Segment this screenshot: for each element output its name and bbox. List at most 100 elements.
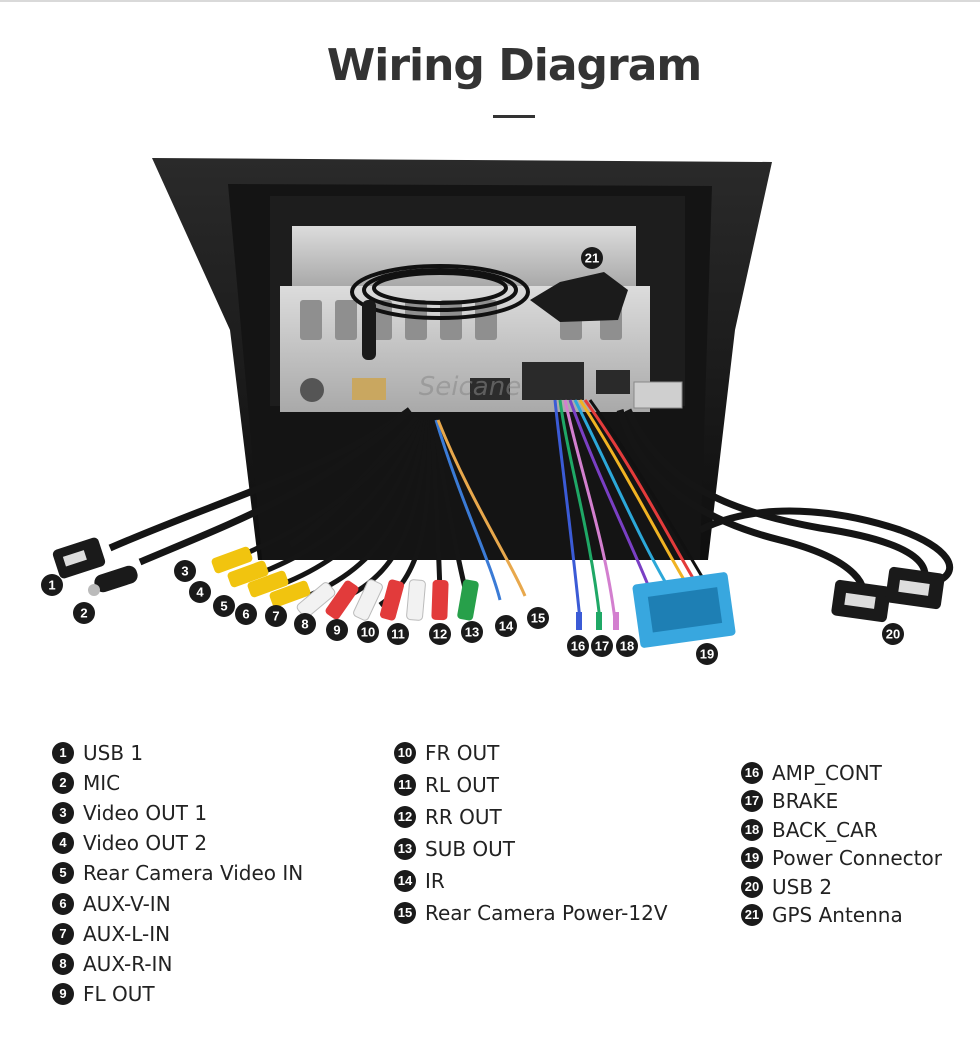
legend-number-badge: 1	[52, 742, 74, 764]
callout-15-circle	[527, 607, 549, 629]
amp-brake-back-pins	[576, 612, 619, 630]
legend-label: RR OUT	[425, 805, 502, 829]
usb-1-plug	[52, 537, 106, 579]
callout-14: 14	[495, 615, 517, 637]
callout-20-circle	[882, 623, 904, 645]
callout-21: 21	[581, 247, 603, 269]
legend-label: AUX-V-IN	[83, 891, 171, 916]
callout-19: 19	[696, 643, 718, 665]
callout-17-circle	[591, 635, 613, 657]
usb-2-plugs	[831, 566, 945, 623]
legend-number-badge: 3	[52, 802, 74, 825]
callout-8-number: 8	[301, 617, 308, 632]
legend-number-badge: 4	[52, 832, 74, 855]
callout-1-circle	[41, 574, 63, 596]
callout-1: 1	[41, 574, 63, 596]
callout-18-circle	[616, 635, 638, 657]
callout-20-number: 20	[886, 627, 900, 642]
legend-label: IR	[425, 869, 445, 893]
legend-number-badge: 9	[52, 982, 74, 1005]
legend-number-badge: 8	[52, 952, 74, 975]
callout-16: 16	[567, 635, 589, 657]
callout-14-circle	[495, 615, 517, 637]
usb-2-cables	[616, 408, 954, 603]
legend-number-badge: 21	[741, 904, 763, 926]
legend-label: SUB OUT	[425, 837, 516, 861]
legend-label: BRAKE	[772, 789, 839, 814]
callout-4: 4	[189, 581, 211, 603]
callout-7: 7	[265, 605, 287, 627]
title-underline	[493, 115, 535, 118]
callout-8: 8	[294, 613, 316, 635]
legend-label: FR OUT	[425, 741, 500, 765]
legend-number-badge: 19	[741, 847, 763, 870]
callout-11-number: 11	[391, 627, 405, 642]
callout-6-circle	[235, 603, 257, 625]
legend-number-badge: 6	[52, 892, 74, 915]
legend-number-badge: 12	[394, 806, 416, 828]
callout-5-number: 5	[220, 599, 227, 614]
legend-label: MIC	[83, 771, 121, 796]
callout-15: 15	[527, 607, 549, 629]
callout-8-circle	[294, 613, 316, 635]
callout-17: 17	[591, 635, 613, 657]
callout-18-number: 18	[620, 639, 634, 654]
legend-label: RL OUT	[425, 773, 499, 797]
callout-21-circle	[581, 247, 603, 269]
callout-13: 13	[461, 621, 483, 643]
callout-16-number: 16	[571, 639, 585, 654]
callout-21-number: 21	[585, 251, 599, 266]
legend-label: AMP_CONT	[772, 761, 882, 785]
callout-7-number: 7	[272, 609, 279, 624]
callout-9-circle	[326, 619, 348, 641]
callout-3-circle	[174, 560, 196, 582]
legend-label: Power Connector	[772, 846, 942, 871]
callout-9: 9	[326, 619, 348, 641]
legend-label: USB 1	[83, 741, 144, 765]
top-divider	[0, 0, 980, 2]
callout-3-number: 3	[181, 564, 188, 579]
legend-number-badge: 14	[394, 870, 416, 892]
legend-label: BACK_CAR	[772, 817, 878, 842]
callout-16-circle	[567, 635, 589, 657]
legend-label: Rear Camera Power-12V	[425, 901, 668, 925]
page-title: Wiring Diagram	[326, 40, 703, 91]
legend-number-badge: 7	[52, 922, 74, 945]
callout-3: 3	[174, 560, 196, 582]
legend-number-badge: 11	[394, 774, 416, 796]
legend-label: Video OUT 2	[83, 831, 208, 856]
callout-6: 6	[235, 603, 257, 625]
legend-number-badge: 18	[741, 818, 763, 841]
legend-number-badge: 20	[741, 875, 763, 898]
power-loom	[553, 399, 712, 621]
legend-number-badge: 5	[52, 862, 74, 885]
legend-number-badge: 2	[52, 772, 74, 795]
callout-13-number: 13	[465, 625, 479, 640]
callout-12: 12	[429, 623, 451, 645]
legend-number-badge: 16	[741, 762, 763, 784]
legend-label: Rear Camera Video IN	[83, 861, 304, 886]
callout-11-circle	[387, 623, 409, 645]
mic-jack	[88, 565, 138, 596]
callout-10-number: 10	[361, 625, 375, 640]
callout-17-number: 17	[595, 639, 609, 654]
callout-10: 10	[357, 621, 379, 643]
callout-7-circle	[265, 605, 287, 627]
rca-plugs	[211, 418, 479, 621]
callout-12-number: 12	[433, 627, 447, 642]
legend-label: USB 2	[772, 874, 833, 899]
callout-20: 20	[882, 623, 904, 645]
callout-1-number: 1	[48, 578, 55, 593]
wiring-photo: Seicane	[41, 158, 954, 665]
legend-label: Video OUT 1	[83, 801, 208, 826]
legend-label: FL OUT	[83, 981, 155, 1006]
callout-6-number: 6	[242, 607, 249, 622]
callout-14-number: 14	[499, 619, 514, 634]
callout-15-number: 15	[531, 611, 545, 626]
callout-19-number: 19	[700, 647, 714, 662]
legend-number-badge: 17	[741, 790, 763, 813]
callout-2-number: 2	[80, 606, 87, 621]
callout-2: 2	[73, 602, 95, 624]
callout-10-circle	[357, 621, 379, 643]
